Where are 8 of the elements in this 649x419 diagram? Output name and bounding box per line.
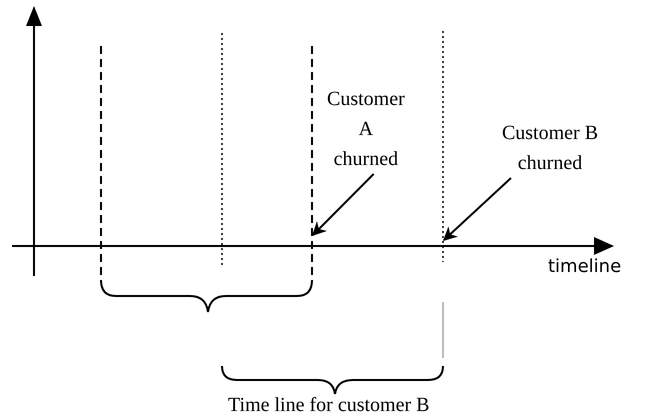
brace-caption: Time line for customer B	[228, 394, 430, 417]
dotted-marker-line	[442, 31, 444, 262]
callout-text: Customer A churned	[327, 88, 405, 170]
leader-arrow	[442, 177, 512, 241]
axis-label: timeline	[548, 256, 622, 277]
leader-arrow	[312, 173, 374, 236]
dashed-marker-line	[311, 46, 313, 282]
callout-text: Customer B churned	[502, 122, 598, 174]
